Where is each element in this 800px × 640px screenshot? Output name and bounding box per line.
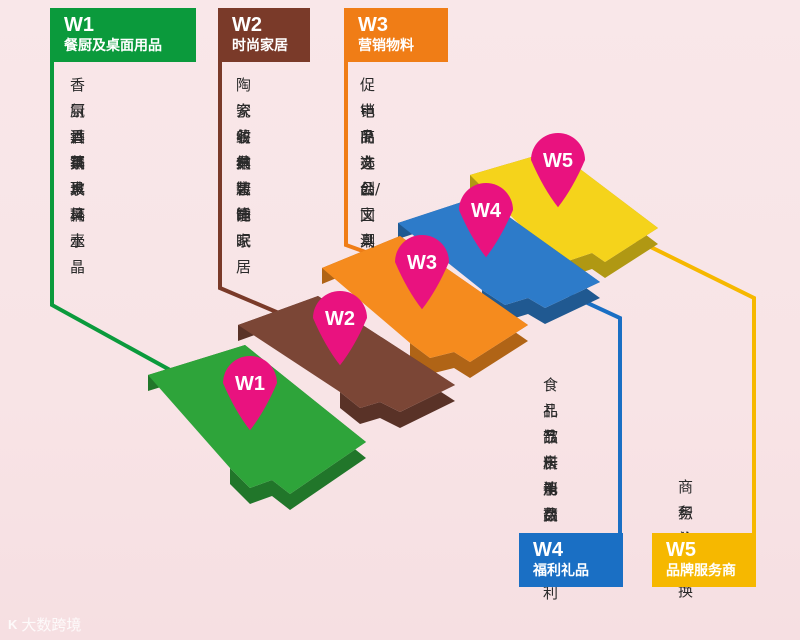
hall-w2-header: W2 时尚家居 [218, 8, 310, 62]
connector-line-w1 [50, 62, 211, 394]
hall-item: 节庆礼品 [543, 428, 559, 524]
hall-item: 健康睡眠 [236, 154, 252, 250]
hall-item: 玻璃水晶 [70, 180, 86, 276]
watermark-text: 大数跨境 [21, 616, 82, 634]
hall-item: 促销品 [360, 76, 376, 146]
hall-item: 香氛香薰 [70, 76, 86, 172]
pin-label-w2: W2 [325, 308, 355, 330]
hall-item: 收纳装饰 [236, 128, 252, 224]
hall-w5-header: W5 品牌服务商 [652, 533, 756, 587]
hall-w3-name: 营销物料 [358, 38, 414, 54]
hall-item: 商务礼赠 [678, 478, 694, 574]
location-pin-icon [459, 183, 513, 258]
hall-w5-code: W5 [666, 539, 696, 561]
hall-item: 食品饮料 [543, 376, 559, 472]
pin-label-w4: W4 [471, 200, 502, 222]
hall-item: 酒具水具 [70, 128, 86, 224]
hall-w2-name: 时尚家居 [232, 38, 288, 54]
hall-block-top-w5 [470, 150, 658, 262]
hall-w1-items: 香氛香薰 厨具锅具 酒具水具 茶具杯壶 玻璃水晶 [70, 72, 86, 276]
location-pin-icon [313, 291, 367, 366]
hall-item: 陶瓷餐具 [236, 76, 252, 172]
hall-w4-header: W4 福利礼品 [519, 533, 623, 587]
connector-line-w5 [599, 220, 756, 533]
hall-w1-code: W1 [64, 14, 94, 36]
pin-label-w3: W3 [407, 252, 437, 274]
location-pin-icon [531, 133, 585, 208]
hall-item: 日用百货 [543, 454, 559, 550]
hall-item: 礼品卡册 [543, 402, 559, 498]
connector-line-w2 [218, 62, 301, 324]
hall-w4-name: 福利礼品 [533, 563, 589, 579]
hall-w1-header: W1 餐厨及桌面用品 [50, 8, 196, 62]
hall-item: 茶具杯壶 [70, 154, 86, 250]
location-pin-icon [394, 234, 449, 310]
hall-item: 家纺布艺 [236, 102, 252, 198]
hall-item: 积分兑换 [678, 504, 694, 600]
watermark-logo: K [8, 617, 18, 632]
hall-item: 消费电子 [543, 480, 559, 576]
watermark: K 大数跨境 [8, 614, 81, 635]
hall-w3-items: 促销品 电商选品 IP文创/国潮 办公文具 [360, 72, 381, 250]
hall-block-top-w4 [398, 196, 600, 308]
hall-w4-items: 食品饮料 礼品卡册 节庆礼品 日用百货 消费电子 数字福利 [543, 372, 559, 602]
location-pin-icon [223, 356, 277, 431]
hall-item: 智能家居 [236, 180, 252, 276]
hall-item: 数字福利 [543, 506, 559, 602]
hall-item: IP文创/国潮 [360, 128, 381, 250]
hall-w5-items: 商务礼赠 积分兑换 [678, 474, 694, 600]
hall-item: 办公文具 [360, 154, 376, 250]
hall-w5-name: 品牌服务商 [666, 563, 736, 579]
pin-label-w5: W5 [543, 150, 573, 172]
hall-w1-name: 餐厨及桌面用品 [64, 38, 162, 54]
hall-item: 电商选品 [360, 102, 376, 198]
pin-label-w1: W1 [235, 373, 265, 395]
hall-w3-header: W3 营销物料 [344, 8, 448, 62]
hall-w3-code: W3 [358, 14, 388, 36]
hall-item: 厨具锅具 [70, 102, 86, 198]
hall-w4-code: W4 [533, 539, 563, 561]
hall-w2-items: 陶瓷餐具 家纺布艺 收纳装饰 健康睡眠 智能家居 [236, 72, 252, 276]
hall-w2-code: W2 [232, 14, 262, 36]
